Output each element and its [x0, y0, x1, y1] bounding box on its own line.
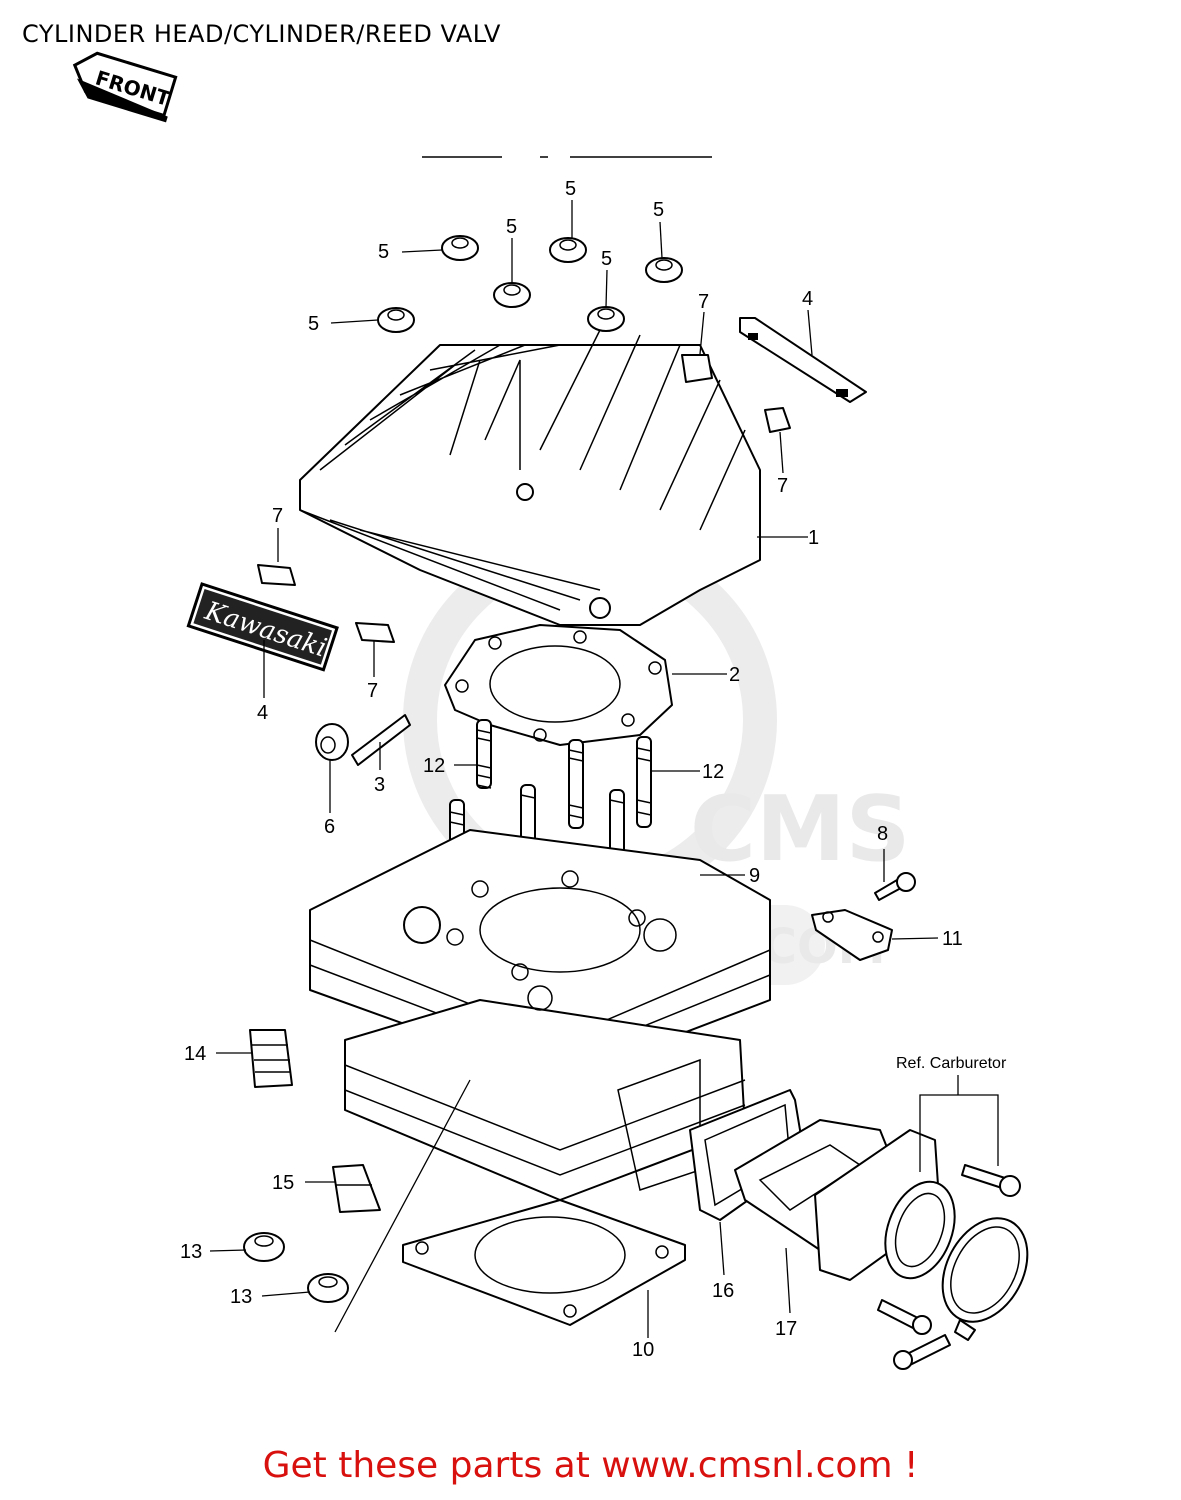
callout-6: 6 [324, 816, 335, 838]
bracket [811, 909, 893, 961]
bolt-icon [877, 1299, 932, 1335]
nut-icon [587, 306, 625, 332]
callout-7: 7 [272, 505, 283, 527]
callout-16: 16 [712, 1280, 734, 1302]
callout-4: 4 [802, 288, 813, 310]
bolt-icon [893, 1334, 951, 1370]
stud-icon [568, 739, 584, 829]
callout-7: 7 [698, 291, 709, 313]
nut-icon [441, 235, 479, 261]
nut-icon [243, 1232, 285, 1262]
callout-labels: 5 5 5 5 5 5 4 7 7 1 7 2 7 4 12 12 3 6 8 … [180, 178, 1007, 1361]
cylinder-block [309, 829, 771, 1201]
callout-5: 5 [601, 248, 612, 270]
footer-promo-link[interactable]: Get these parts at www.cmsnl.com ! [262, 1445, 919, 1486]
callout-12: 12 [702, 761, 724, 783]
head-gasket [444, 624, 673, 746]
rubber-damper [332, 1164, 381, 1213]
hose-clamp [941, 1217, 1029, 1341]
clip-icon [681, 354, 713, 383]
callout-4: 4 [257, 702, 268, 724]
callout-10: 10 [632, 1339, 654, 1361]
callout-14: 14 [184, 1043, 206, 1065]
cap-nut [315, 723, 349, 761]
callout-8: 8 [877, 823, 888, 845]
page-title: CYLINDER HEAD/CYLINDER/REED VALV [22, 20, 501, 48]
front-arrow-badge: FRONT [72, 51, 178, 123]
head-nuts [377, 235, 683, 333]
callout-9: 9 [749, 865, 760, 887]
callout-7: 7 [777, 475, 788, 497]
callout-5: 5 [653, 199, 664, 221]
callout-13: 13 [230, 1286, 252, 1308]
callout-12: 12 [423, 755, 445, 777]
leader-lines [209, 200, 999, 1338]
kawasaki-emblem: Kawasaki [186, 582, 339, 672]
callout-5: 5 [378, 241, 389, 263]
nut-icon [377, 307, 415, 333]
callout-5: 5 [506, 216, 517, 238]
callout-5: 5 [565, 178, 576, 200]
cylinder-head [299, 329, 761, 626]
callout-3: 3 [374, 774, 385, 796]
nut-icon [645, 257, 683, 283]
intake-manifold [814, 1129, 956, 1281]
dowel-pin [351, 714, 411, 766]
nut-icon [549, 237, 587, 263]
clip-icon [355, 622, 395, 643]
callout-5: 5 [308, 313, 319, 335]
callout-7: 7 [367, 680, 378, 702]
nut-icon [493, 282, 531, 308]
callout-2: 2 [729, 664, 740, 686]
callout-15: 15 [272, 1172, 294, 1194]
rubber-damper [249, 1029, 293, 1088]
watermark-logo-text: CMS [690, 777, 910, 882]
base-gasket [402, 1199, 686, 1326]
callout-13: 13 [180, 1241, 202, 1263]
callout-17: 17 [775, 1318, 797, 1340]
bolt-icon [961, 1164, 1021, 1197]
stud-icon [636, 736, 652, 828]
exploded-parts-diagram: CMS WWW.CMSNL.COM FRONT [72, 51, 1029, 1370]
clip-icon [764, 407, 791, 433]
stud-icon [476, 719, 492, 789]
callout-11: 11 [942, 928, 963, 950]
callout-1: 1 [808, 527, 819, 549]
clip-icon [257, 564, 296, 586]
ref-carburetor-label: Ref. Carburetor [896, 1055, 1007, 1072]
emblem-plate-upper [739, 317, 867, 403]
nut-icon [307, 1273, 349, 1303]
bolt-icon [874, 872, 916, 901]
